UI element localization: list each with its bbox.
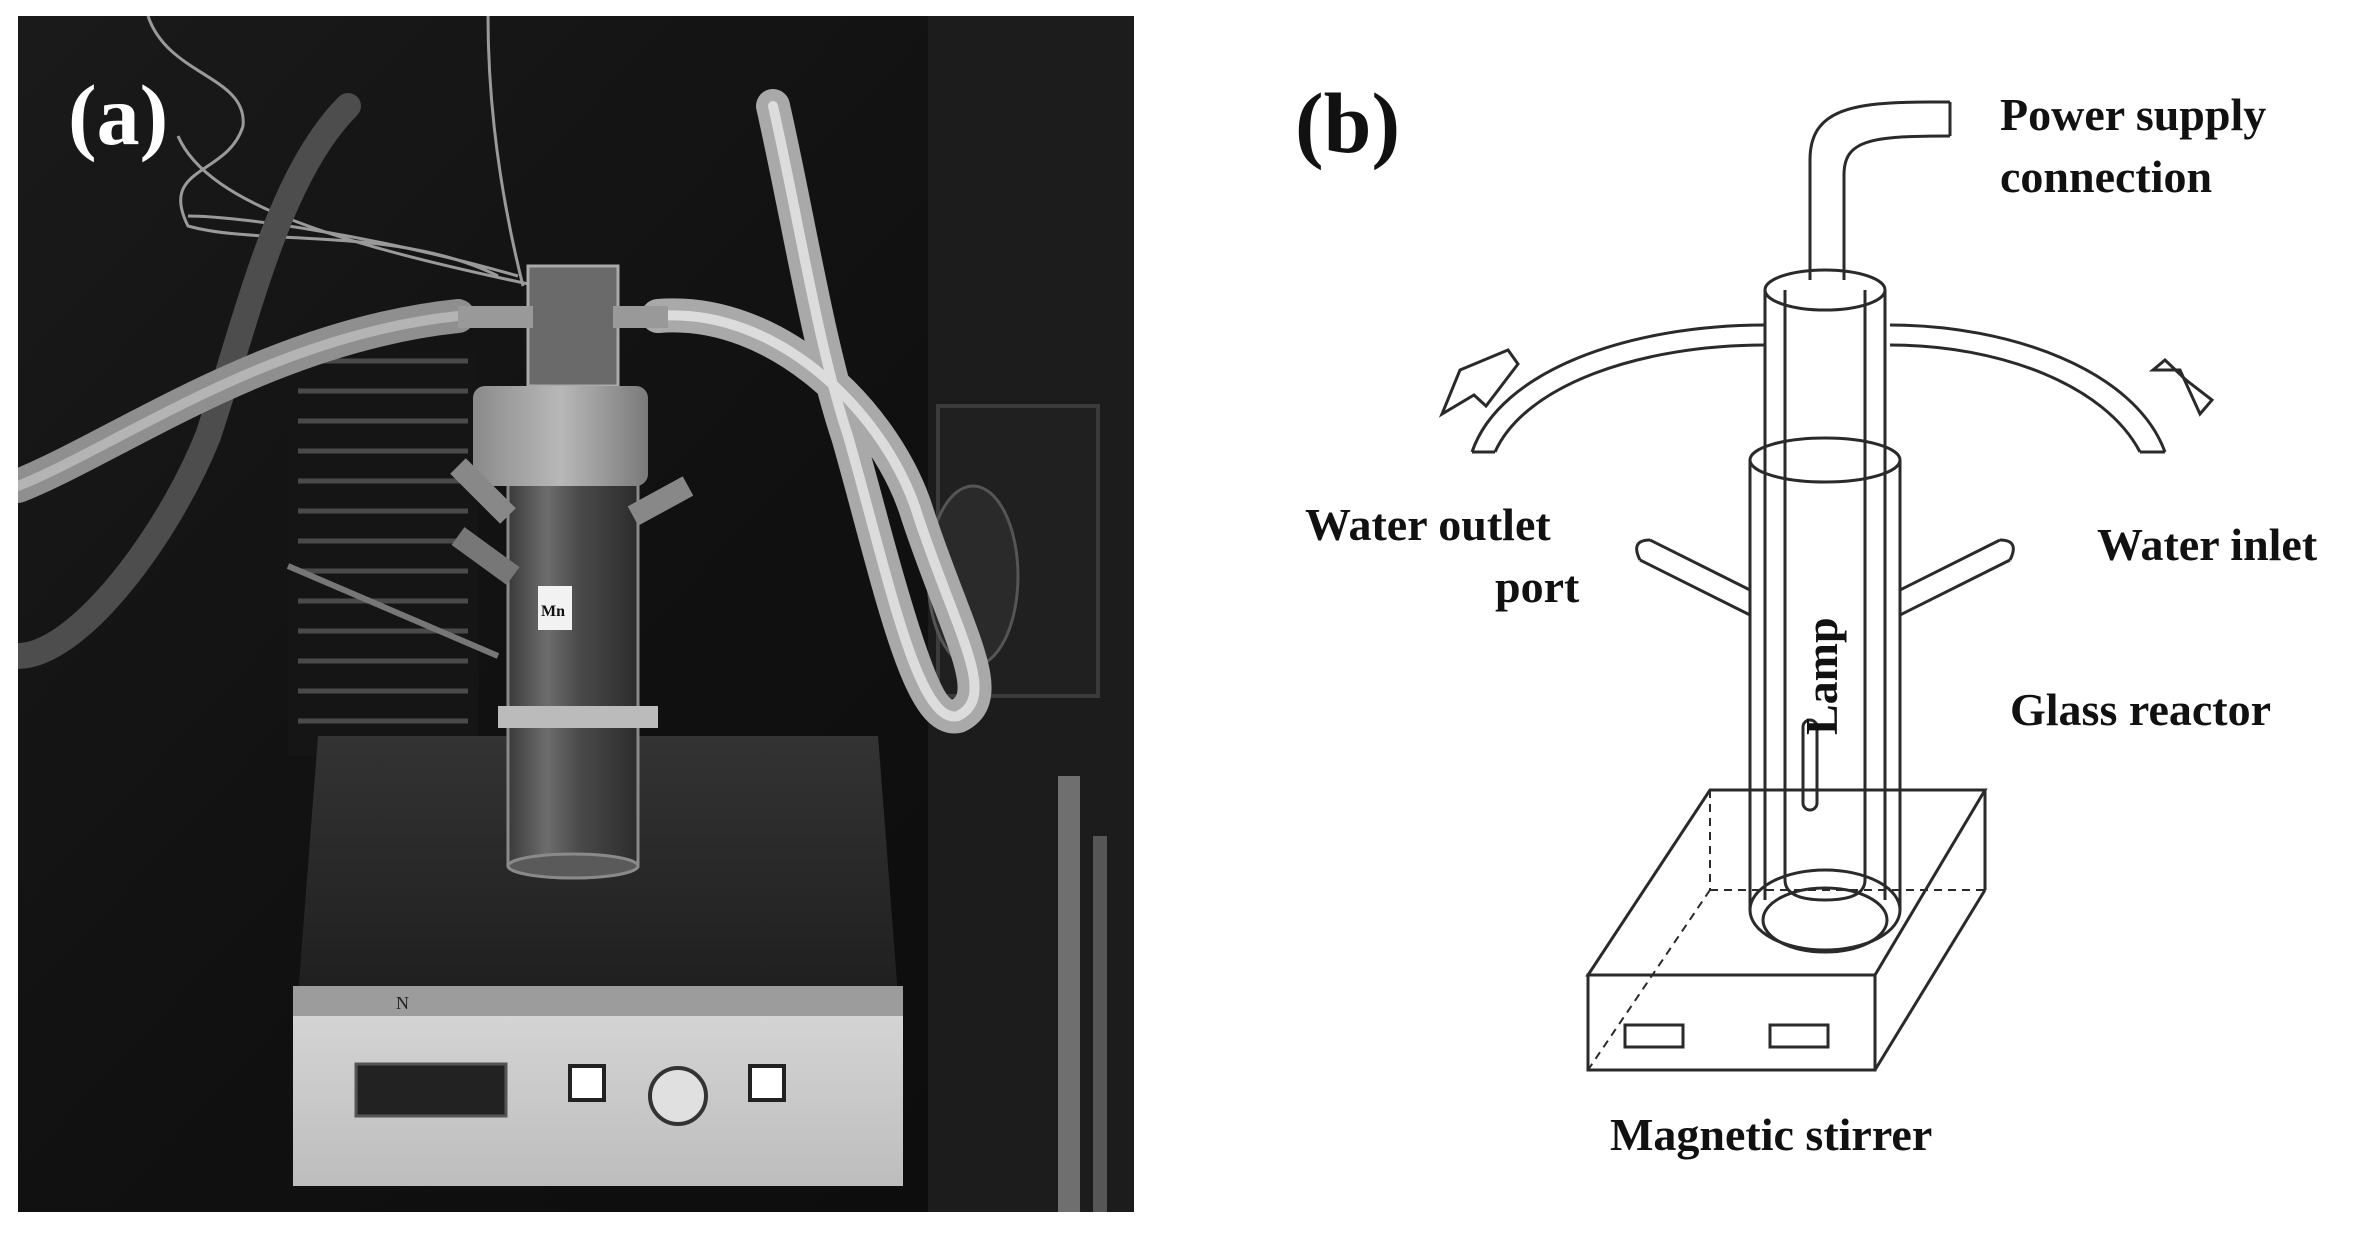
lamp-label: Lamp (1796, 617, 1847, 735)
water-outlet-tube (1470, 323, 1766, 453)
water-inlet-tube (1889, 323, 2167, 453)
photo-tube-tag: Mn (541, 603, 565, 620)
reactor-photo-panel: N Mn (a) (18, 16, 1134, 1212)
photo-display (354, 1062, 508, 1118)
photo-right-rod-2 (1093, 836, 1107, 1212)
photo-front-mark: N (396, 993, 409, 1013)
water-inlet-label: Water inlet (2097, 519, 2318, 570)
power-supply-label: Power supply (2000, 89, 2266, 140)
photo-glass-reactor: Mn (286, 264, 694, 880)
reactor-top-cap (1763, 268, 1887, 312)
glass-reactor-vessel (1635, 290, 2015, 954)
photo-heat-sink (288, 346, 478, 756)
photo-switch-right (748, 1064, 786, 1102)
glass-reactor-label: Glass reactor (2010, 684, 2271, 735)
photo-switch-left (568, 1064, 606, 1102)
photo-dark-hose (18, 93, 361, 669)
water-outlet-port-label: port (1495, 561, 1580, 612)
water-outlet-label: Water outlet (1305, 499, 1551, 550)
photo-knob (648, 1066, 708, 1126)
inlet-flow-arrow (2148, 357, 2215, 417)
lamp-element (1801, 718, 1819, 812)
panel-b-letter: (b) (1295, 75, 1400, 171)
magnetic-stirrer-label: Magnetic stirrer (1610, 1109, 1932, 1160)
outlet-flow-arrow (1438, 348, 1520, 418)
power-supply-cable (1808, 100, 1951, 280)
reactor-schematic-panel: (b) Lamp (1295, 75, 2318, 1160)
power-connection-label: connection (2000, 151, 2212, 202)
panel-a-letter: (a) (68, 67, 168, 163)
photo-right-rod (1058, 776, 1080, 1212)
magnetic-stirrer-box (1585, 788, 1988, 1072)
